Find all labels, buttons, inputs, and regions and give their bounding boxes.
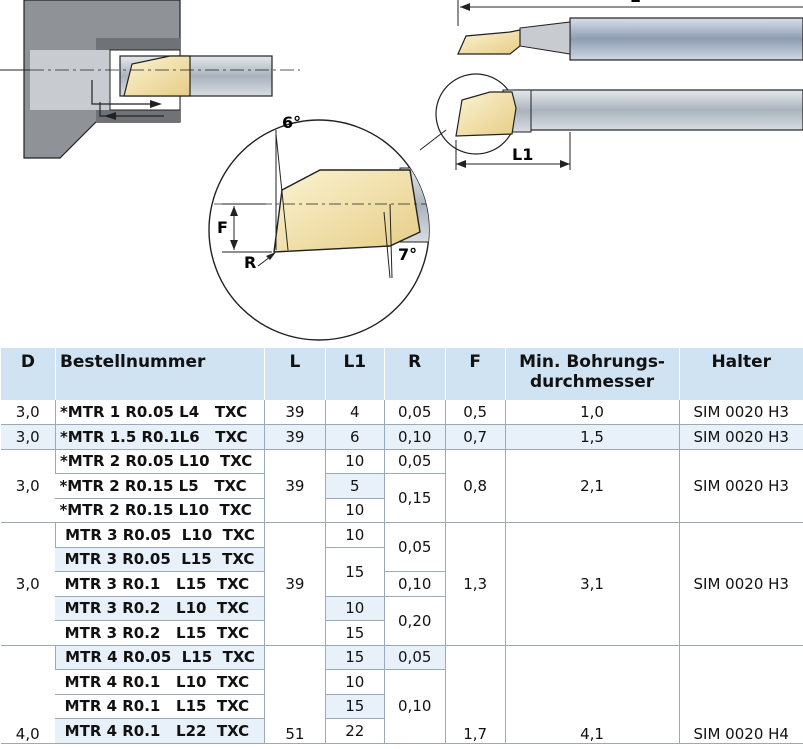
cell-f: 1,3 (444, 522, 506, 646)
cell-l1: 10 (324, 449, 385, 474)
cell-holder: SIM 0020 H3 (678, 522, 803, 646)
cell-f: 1,7 (444, 645, 506, 744)
header-order-number: Bestellnummer (54, 348, 265, 400)
cell-order-number: MTR 3 R0.2 L15 TXC (55, 620, 265, 646)
cell-l: 39 (263, 449, 326, 523)
table-row: MTR 3 R0.2 L10 TXC 10 0,20 (1, 596, 803, 646)
header-bore-line2: durchmesser (529, 372, 655, 392)
dim-R-label: R (244, 253, 256, 272)
table-row: MTR 3 R0.2 L15 TXC 15 (1, 620, 803, 646)
cell-holder: SIM 0020 H3 (678, 449, 803, 523)
cell-l: 39 (263, 522, 326, 646)
cell-l1: 10 (324, 669, 385, 695)
dim-F-label: F (217, 218, 228, 237)
table-row: *MTR 2 R0.15 L10 TXC 10 (1, 498, 803, 523)
tool-drawing: L L1 6° F R (0, 0, 803, 341)
cell-r: 0,10 (383, 571, 446, 597)
cell-l1: 10 (324, 522, 385, 548)
cell-holder: SIM 0020 H4 (678, 645, 803, 744)
cell-order-number: MTR 4 R0.1 L10 TXC (55, 669, 265, 695)
cell-r: 0,05 (383, 522, 446, 572)
header-r: R (383, 348, 446, 400)
cell-l: 39 (263, 424, 326, 450)
insert-detail-view: L1 (419, 73, 803, 170)
cell-bore: 1,0 (504, 400, 679, 425)
cell-r: 0,10 (383, 669, 446, 744)
cell-order-number: *MTR 1.5 R0.1L6 TXC (54, 424, 265, 450)
cell-l1: 15 (324, 547, 385, 597)
table-row: MTR 4 R0.1 L15 TXC 15 (1, 694, 803, 719)
table-row: MTR 3 R0.1 L15 TXC 0,10 (1, 571, 803, 597)
table-row: MTR 4 R0.1 L10 TXC 10 0,10 (1, 669, 803, 744)
tool-full-view: L (457, 0, 803, 61)
cell-l1: 15 (324, 645, 385, 670)
table-row: 3,0 *MTR 1 R0.05 L4 TXC 39 4 0,05 0,5 1,… (0, 400, 803, 425)
table-row: *MTR 2 R0.15 L5 TXC 5 0,15 (1, 473, 803, 523)
cell-d: 3,0 (0, 522, 56, 646)
cell-f: 0,8 (444, 449, 506, 523)
cell-order-number: MTR 4 R0.05 L15 TXC (54, 645, 265, 670)
cell-order-number: MTR 3 R0.1 L15 TXC (55, 571, 265, 597)
cell-r: 0,05 (383, 400, 446, 425)
table-row: 3,0 *MTR 2 R0.05 L10 TXC 39 10 0,05 0,8 … (0, 449, 803, 523)
header-d: D (0, 348, 56, 400)
cell-r: 0,05 (383, 645, 446, 670)
header-min-bore-diameter: Min. Bohrungs- durchmesser (504, 348, 679, 400)
cell-r: 0,05 (383, 449, 446, 474)
cell-l1: 22 (324, 718, 385, 744)
table-row: 3,0 MTR 3 R0.05 L10 TXC 39 10 0,05 1,3 3… (0, 522, 803, 646)
cell-order-number: *MTR 1 R0.05 L4 TXC (54, 400, 265, 425)
cell-d: 3,0 (0, 449, 56, 523)
cell-holder: SIM 0020 H3 (678, 400, 803, 425)
cell-bore: 2,1 (504, 449, 679, 523)
cell-order-number: MTR 4 R0.1 L15 TXC (55, 694, 265, 719)
cell-r: 0,10 (383, 424, 446, 450)
cell-d: 3,0 (0, 424, 56, 450)
dim-L-label: L (630, 0, 640, 6)
workpiece-section (0, 0, 300, 159)
header-bore-line1: Min. Bohrungs- (519, 352, 665, 372)
header-holder: Halter (678, 348, 803, 400)
cell-l1: 10 (324, 498, 385, 523)
dim-L1-label: L1 (512, 145, 533, 164)
cell-bore: 4,1 (504, 645, 679, 744)
cell-f: 0,7 (444, 424, 506, 450)
cell-l1: 6 (324, 424, 385, 450)
table-row: MTR 3 R0.05 L15 TXC 15 (1, 547, 803, 597)
cell-order-number: MTR 3 R0.2 L10 TXC (55, 596, 265, 621)
cell-r: 0,15 (383, 473, 446, 523)
cell-bore: 1,5 (504, 424, 679, 450)
table-row: 4,0 MTR 4 R0.05 L15 TXC 51 15 0,05 1,7 4… (0, 645, 803, 744)
cell-l1: 15 (324, 620, 385, 646)
cell-l: 39 (263, 400, 326, 425)
cell-order-number: MTR 3 R0.05 L10 TXC (54, 522, 265, 548)
cell-holder: SIM 0020 H3 (678, 424, 803, 450)
cell-l1: 10 (324, 596, 385, 621)
spec-table: D Bestellnummer L L1 R F Min. Bohrungs- … (0, 348, 803, 744)
table-row: MTR 4 R0.1 L22 TXC 22 (1, 718, 803, 744)
header-f: F (444, 348, 506, 400)
cell-order-number: MTR 4 R0.1 L22 TXC (55, 718, 265, 744)
cell-order-number: *MTR 2 R0.15 L5 TXC (55, 473, 265, 499)
cell-bore: 3,1 (504, 522, 679, 646)
cell-order-number: *MTR 2 R0.15 L10 TXC (55, 498, 265, 523)
cell-l: 51 (263, 645, 326, 744)
cell-l1: 15 (324, 694, 385, 719)
insert-geometry-detail: 6° F R 7° (208, 113, 430, 341)
cell-d: 4,0 (0, 645, 56, 744)
cell-l1: 4 (324, 400, 385, 425)
angle-6-label: 6° (282, 113, 301, 132)
header-l: L (263, 348, 326, 400)
table-header-row: D Bestellnummer L L1 R F Min. Bohrungs- … (0, 348, 803, 400)
cell-l1: 5 (324, 473, 385, 499)
angle-7-label: 7° (398, 245, 417, 264)
cell-d: 3,0 (0, 400, 56, 425)
header-l1: L1 (324, 348, 385, 400)
cell-f: 0,5 (444, 400, 506, 425)
table-row: 3,0 *MTR 1.5 R0.1L6 TXC 39 6 0,10 0,7 1,… (0, 424, 803, 450)
cell-order-number: MTR 3 R0.05 L15 TXC (55, 547, 265, 572)
cell-r: 0,20 (383, 596, 446, 646)
cell-order-number: *MTR 2 R0.05 L10 TXC (54, 449, 265, 474)
